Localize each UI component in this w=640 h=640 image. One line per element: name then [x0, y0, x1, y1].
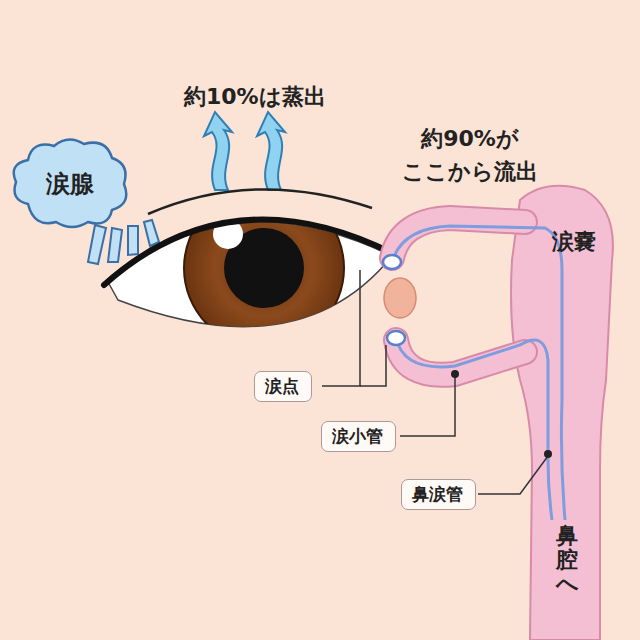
- upper-lid-line: [104, 220, 394, 285]
- tear-flow: [392, 226, 565, 520]
- node-text: 涙腺: [46, 168, 94, 200]
- caruncle: [384, 278, 416, 318]
- lower-canaliculus: [396, 340, 525, 375]
- node-text: 涙小管: [332, 425, 385, 448]
- node-text: 鼻涙管: [412, 483, 465, 506]
- lower-punctum: [387, 331, 405, 345]
- outflow-label: 約90%が ここから流出: [385, 122, 555, 188]
- sac-label: 涙嚢: [552, 227, 596, 257]
- callout-box: 鼻涙管: [401, 479, 476, 510]
- iris: [184, 188, 344, 348]
- evaporation-label: 約10%は蒸出: [184, 82, 326, 112]
- leader-lines: [322, 270, 548, 494]
- leader-dot: [544, 450, 552, 458]
- callout-box: 涙点: [254, 371, 312, 402]
- nasal-cavity-label: 鼻腔へ: [556, 524, 578, 597]
- upper-canaliculus-outline: [392, 218, 525, 258]
- lower-canaliculus-outline: [396, 340, 525, 375]
- node-text: 涙点: [265, 375, 301, 398]
- gland-cloud: 涙腺: [8, 134, 132, 234]
- callout-box: 涙小管: [321, 421, 396, 452]
- iris-group: [184, 188, 344, 348]
- evaporation-arrows: [204, 112, 285, 190]
- eyelid-crease: [148, 189, 372, 214]
- upper-punctum: [383, 255, 401, 269]
- upper-canaliculus: [392, 218, 525, 258]
- leader-dot: [451, 370, 459, 378]
